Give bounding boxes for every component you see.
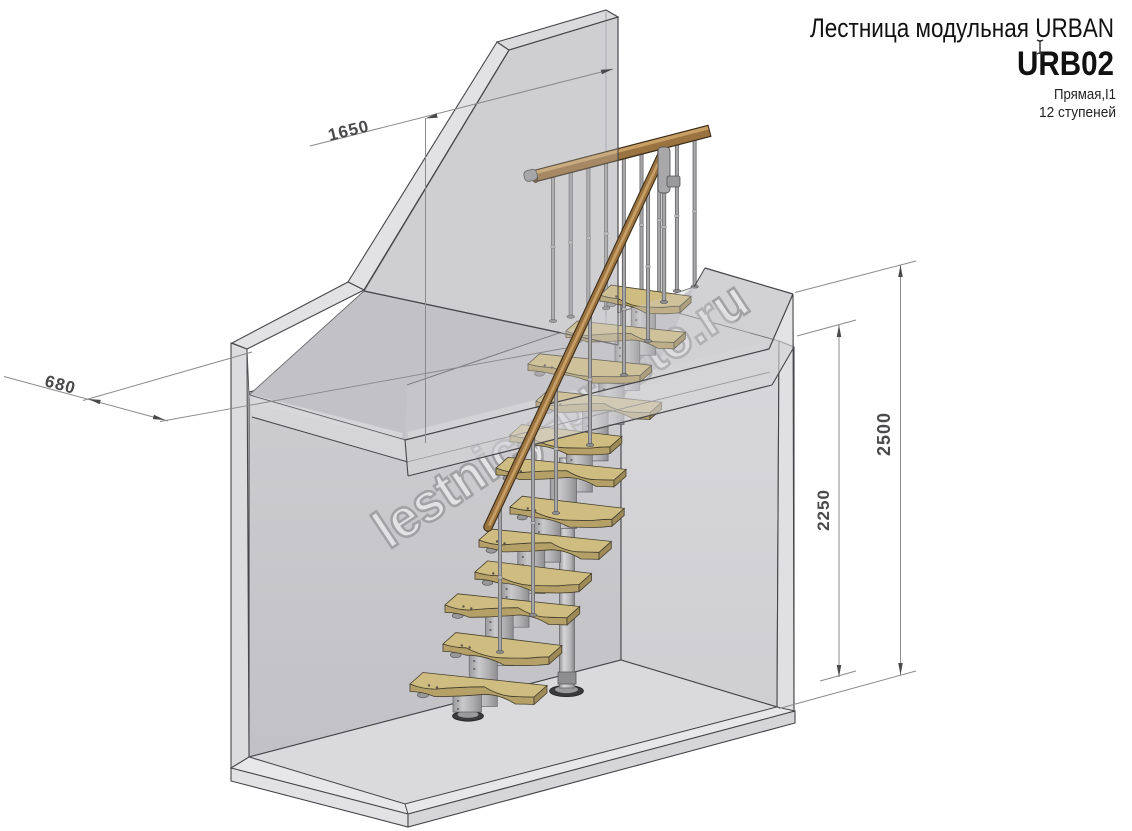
- svg-text:12 ступеней: 12 ступеней: [1039, 104, 1116, 121]
- svg-text:Лестница модульная URBAN: Лестница модульная URBAN: [810, 13, 1114, 43]
- svg-text:2500: 2500: [874, 412, 894, 456]
- svg-text:URB02: URB02: [1017, 45, 1114, 83]
- svg-text:Прямая,I1: Прямая,I1: [1054, 86, 1116, 103]
- svg-text:2250: 2250: [814, 489, 833, 531]
